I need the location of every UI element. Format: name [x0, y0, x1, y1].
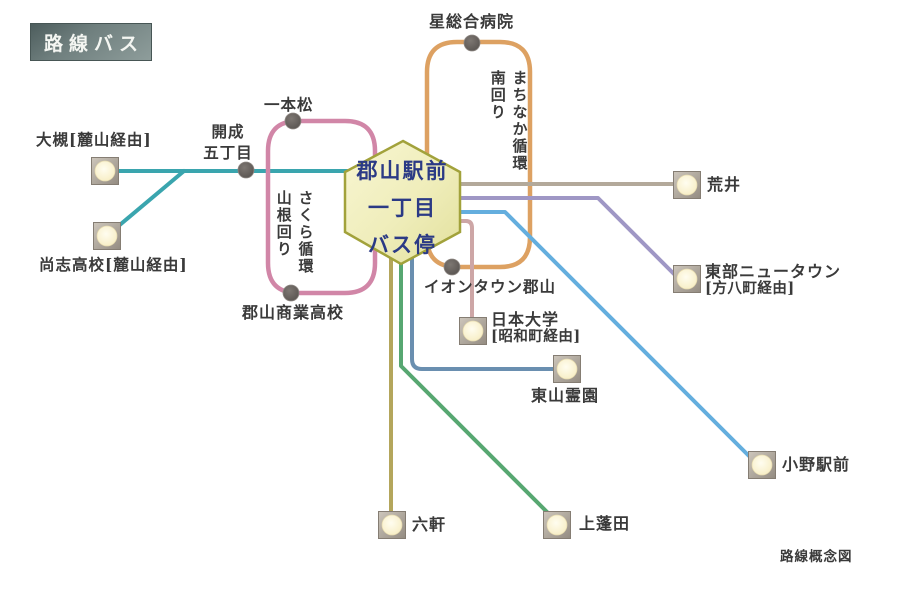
- stop-dot-kaisei: [237, 161, 255, 179]
- station-label-nihon-univ-line1: 日本大学: [491, 310, 560, 329]
- station-label-tobu-newtown: 東部ニュータウン [方八町経由]: [705, 263, 841, 297]
- stop-dot-aeon-town: [443, 258, 461, 276]
- stop-marker-arai: [673, 171, 701, 199]
- sakura-loop-label-line1: さくら循環: [296, 190, 315, 275]
- sakura-loop-label: さくら循環 山根回り: [272, 190, 316, 275]
- station-label-kaisei-line1: 開成: [211, 122, 245, 141]
- junction-dots: [237, 34, 481, 302]
- stop-marker-higashiyama: [553, 355, 581, 383]
- machinaka-loop-label: まちなか循環 南回り: [486, 70, 530, 172]
- terminal-stops: [91, 157, 776, 539]
- station-label-tobu-newtown-line2: [方八町経由]: [705, 279, 795, 297]
- hub-station-label: 郡山駅前 一丁目 バス停: [344, 152, 461, 263]
- stop-marker-otsuki: [91, 157, 119, 185]
- station-label-tobu-newtown-line1: 東部ニュータウン: [705, 262, 842, 281]
- stop-marker-kamiyomogida: [543, 511, 571, 539]
- machinaka-loop-line: [424, 39, 533, 270]
- route-nihon-univ-line: [450, 219, 474, 317]
- station-label-arai: 荒井: [707, 175, 742, 194]
- station-label-kamiyomogida: 上蓬田: [579, 514, 631, 533]
- stop-dot-hoshi-hospital: [463, 34, 481, 52]
- machinaka-loop-label-line2: 南回り: [488, 70, 507, 121]
- hub-station-label-line1: 郡山駅前: [356, 158, 449, 183]
- route-higashiyama-line: [410, 242, 553, 371]
- stop-dot-koriyama-shogyo: [282, 284, 300, 302]
- station-label-nihon-univ: 日本大学 [昭和町経由]: [491, 311, 581, 345]
- station-label-kaisei: 開成 五丁目: [197, 121, 259, 163]
- stop-marker-nihon-univ: [459, 317, 487, 345]
- station-label-ono: 小野駅前: [782, 455, 851, 474]
- route-tobu-newtown-line: [448, 196, 682, 282]
- route-ono-line: [448, 210, 757, 464]
- station-label-shoshi: 尚志高校[麓山経由]: [39, 255, 188, 274]
- hub-station-label-line3: バス停: [368, 232, 437, 257]
- route-shoshi-branch-line: [107, 169, 186, 236]
- station-label-aeon-town: イオンタウン郡山: [424, 277, 557, 296]
- stop-dot-ipponmatsu: [284, 112, 302, 130]
- machinaka-loop-label-line1: まちなか循環: [510, 70, 529, 172]
- stop-marker-shoshi: [93, 222, 121, 250]
- diagram-type-note: 路線概念図: [780, 549, 853, 565]
- sakura-loop-line: [265, 118, 378, 296]
- hub-hexagon: [343, 139, 462, 266]
- station-label-ipponmatsu: 一本松: [264, 95, 314, 114]
- route-kamiyomogida-line: [399, 242, 559, 524]
- stop-marker-tobu-newtown: [673, 265, 701, 293]
- station-label-nihon-univ-line2: [昭和町経由]: [491, 327, 581, 345]
- diagram-title-badge: 路線バス: [30, 23, 152, 61]
- station-label-kaisei-line2: 五丁目: [203, 143, 253, 162]
- hub-station-label-line2: 一丁目: [368, 195, 437, 220]
- station-label-higashiyama: 東山霊園: [531, 386, 600, 405]
- stop-marker-ono: [748, 451, 776, 479]
- station-label-koriyama-shogyo: 郡山商業高校: [242, 303, 345, 322]
- station-label-rokken: 六軒: [412, 515, 447, 534]
- station-label-hoshi-hospital: 星総合病院: [429, 12, 515, 31]
- sakura-loop-label-line2: 山根回り: [274, 190, 293, 258]
- station-label-otsuki: 大槻[麓山経由]: [36, 130, 152, 149]
- stop-marker-rokken: [378, 511, 406, 539]
